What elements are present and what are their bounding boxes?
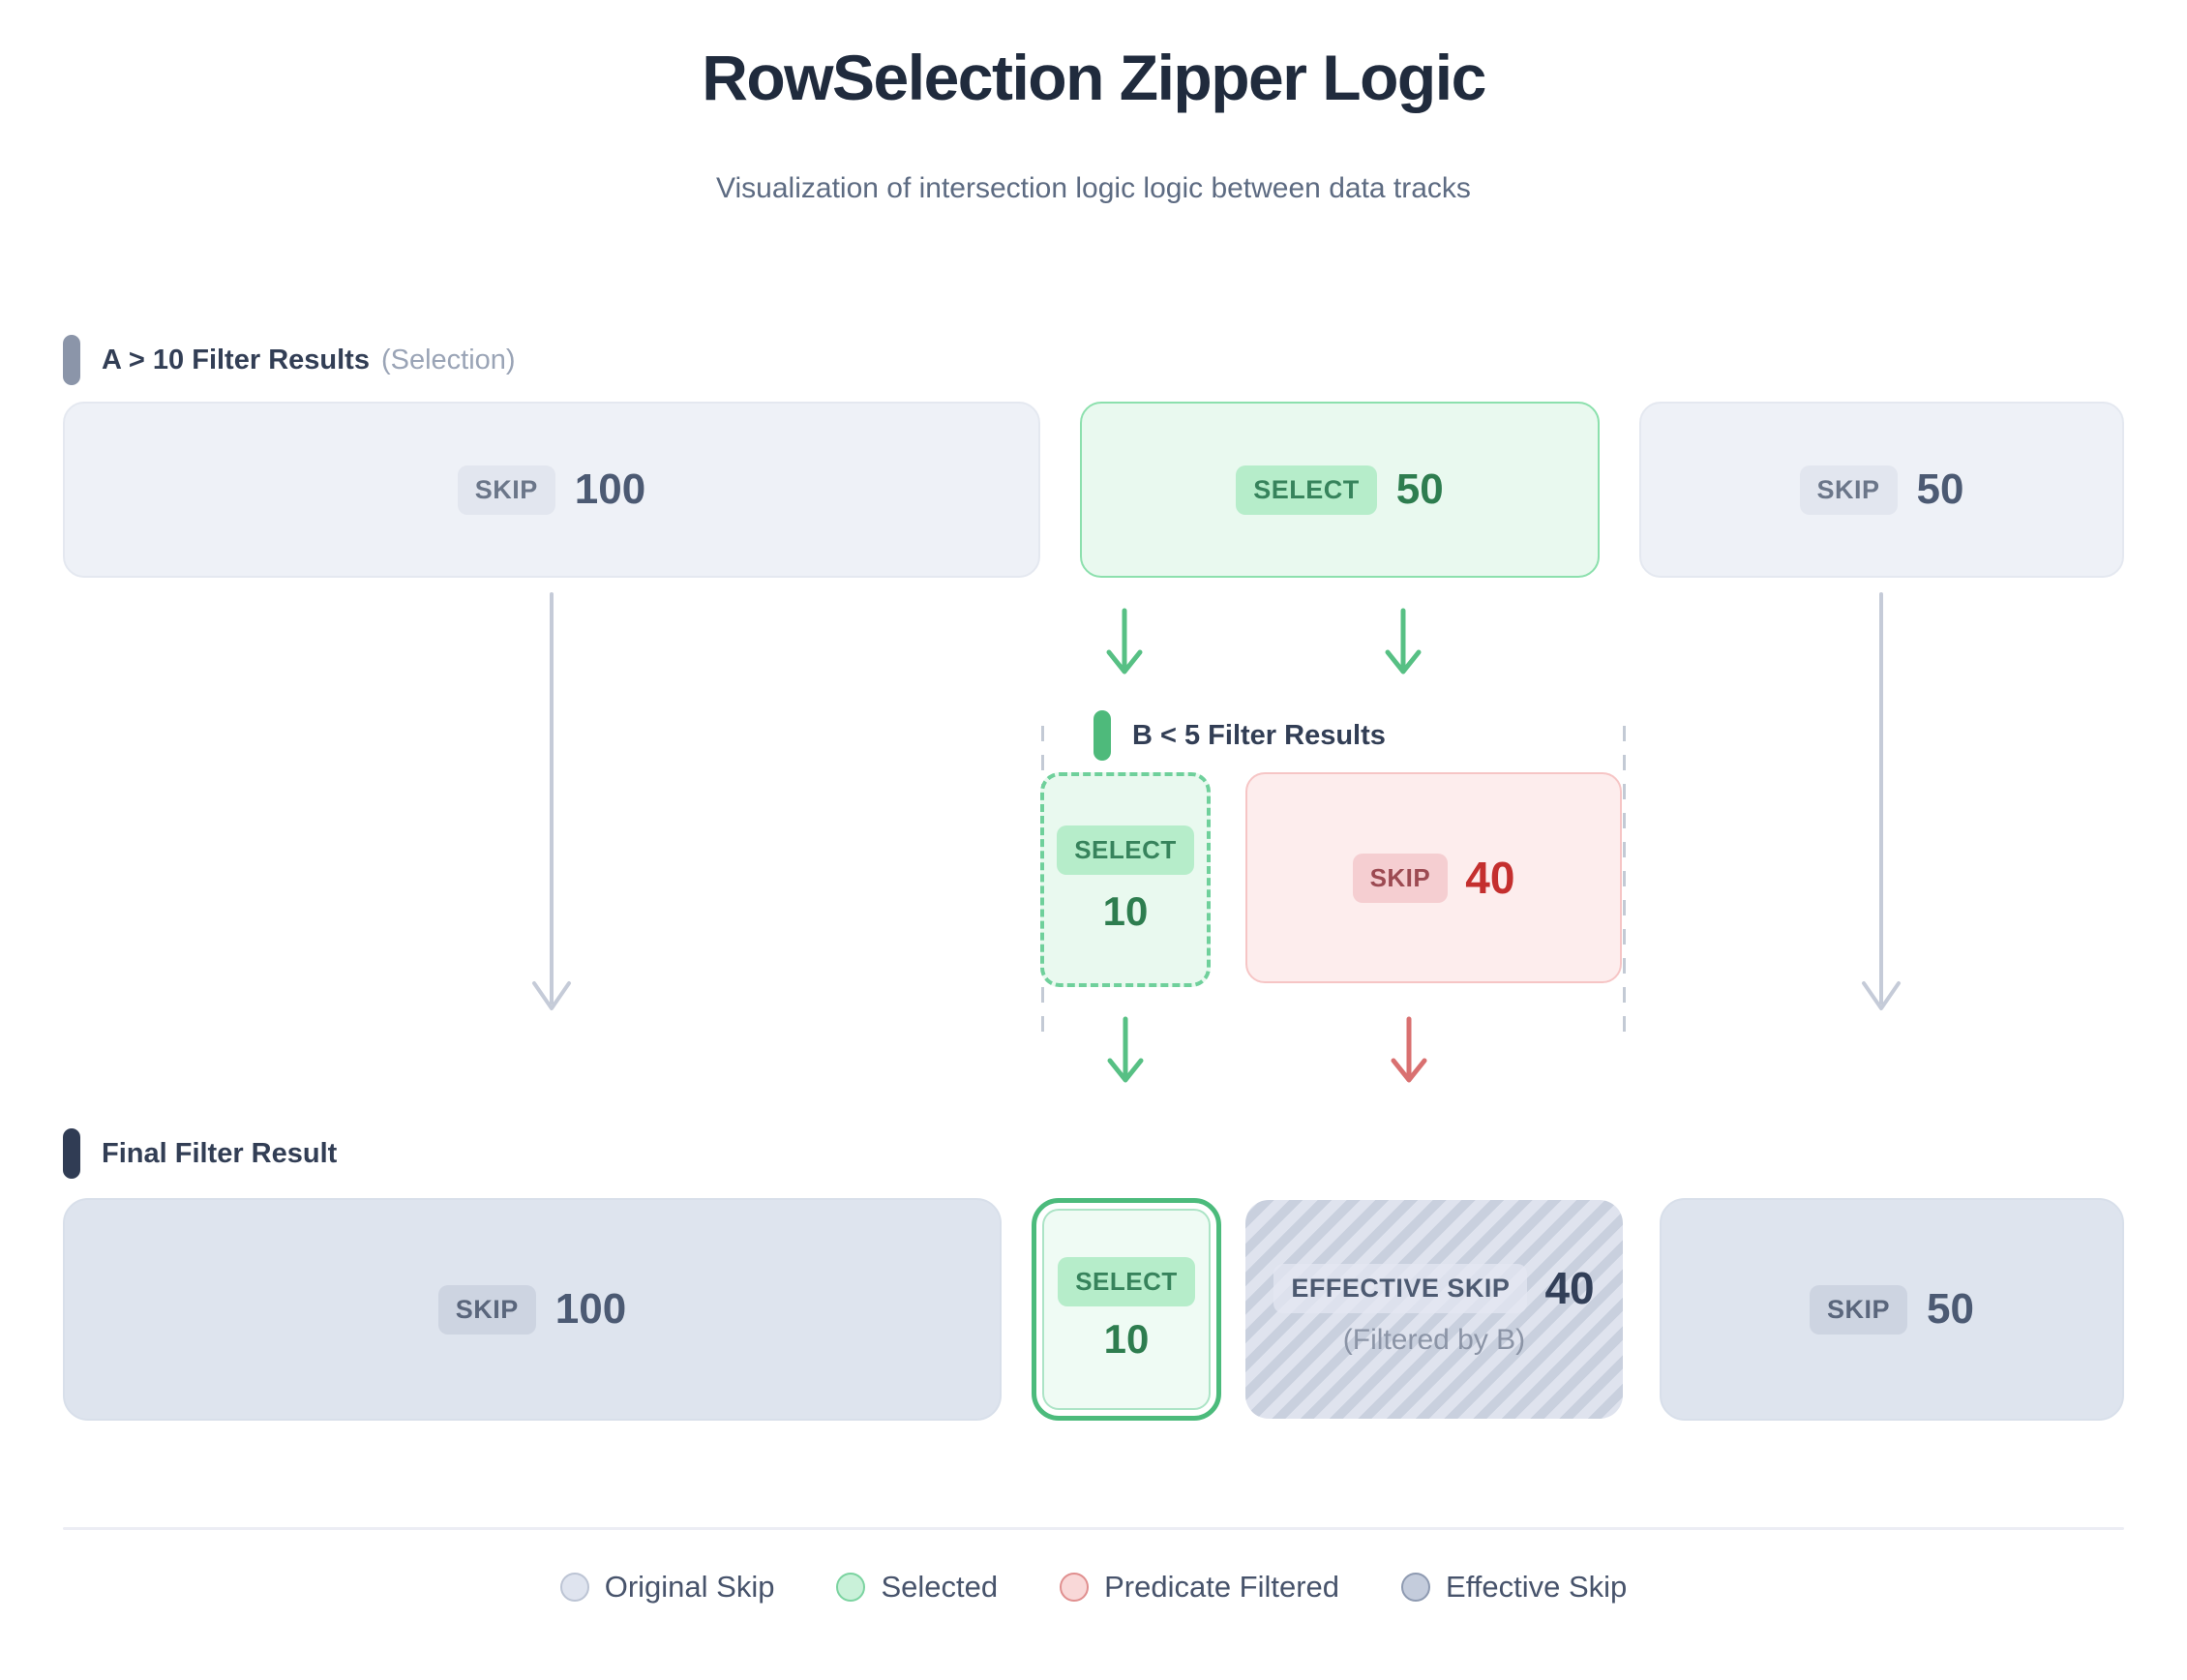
skip-value: 40 xyxy=(1465,853,1515,903)
final-marker-icon xyxy=(63,1128,80,1179)
skip-value: 50 xyxy=(1916,465,1964,513)
skip-value: 50 xyxy=(1927,1285,1974,1333)
track-a-header: A > 10 Filter Results (Selection) xyxy=(63,335,516,385)
legend-label: Original Skip xyxy=(604,1570,775,1604)
final-skip-100-box: SKIP 100 xyxy=(63,1198,1002,1421)
final-select-10-box: SELECT 10 xyxy=(1032,1198,1221,1421)
skip-badge: SKIP xyxy=(1352,853,1449,903)
down-arrow-green-icon xyxy=(1106,608,1143,675)
track-b-label: B < 5 Filter Results xyxy=(1132,719,1386,751)
select-badge: SELECT xyxy=(1058,1256,1195,1306)
original-skip-swatch-icon xyxy=(559,1573,589,1602)
down-arrow-green-icon xyxy=(1107,1016,1144,1083)
track-a-row: SKIP 100 SELECT 50 SKIP 50 xyxy=(63,402,2124,578)
skip-badge: SKIP xyxy=(1799,465,1898,515)
legend-item-selected: Selected xyxy=(836,1570,998,1605)
down-arrow-gray-left-icon xyxy=(532,592,571,1010)
select-value: 10 xyxy=(1102,887,1149,934)
track-a-label: A > 10 Filter Results xyxy=(102,344,370,375)
skip-badge: SKIP xyxy=(457,465,555,515)
effective-skip-badge: EFFECTIVE SKIP xyxy=(1273,1263,1528,1313)
down-arrow-gray-right-icon xyxy=(1862,592,1901,1010)
legend-label: Predicate Filtered xyxy=(1104,1570,1340,1604)
track-b-right-dashed-line xyxy=(1623,726,1626,1037)
select-value: 50 xyxy=(1395,465,1444,513)
effective-skip-note: (Filtered by B) xyxy=(1342,1324,1526,1356)
legend-item-original-skip: Original Skip xyxy=(559,1570,775,1605)
track-b-marker-icon xyxy=(1094,710,1111,761)
track-b-select-10-box: SELECT 10 xyxy=(1040,772,1211,987)
skip-badge: SKIP xyxy=(437,1284,536,1335)
track-a-skip-100-box: SKIP 100 xyxy=(63,402,1040,578)
final-effective-skip-40-box: EFFECTIVE SKIP 40 (Filtered by B) xyxy=(1245,1200,1623,1419)
track-b-header: B < 5 Filter Results xyxy=(1094,710,1386,761)
track-a-skip-50-box: SKIP 50 xyxy=(1639,402,2124,578)
select-badge: SELECT xyxy=(1236,465,1377,515)
legend: Original Skip Selected Predicate Filtere… xyxy=(0,1570,2187,1605)
legend-label: Selected xyxy=(881,1570,999,1604)
effective-skip-swatch-icon xyxy=(1401,1573,1431,1602)
final-skip-50-box: SKIP 50 xyxy=(1660,1198,2124,1421)
legend-divider xyxy=(63,1527,2124,1530)
legend-label: Effective Skip xyxy=(1446,1570,1628,1604)
selected-swatch-icon xyxy=(836,1573,866,1602)
track-a-select-50-box: SELECT 50 xyxy=(1080,402,1600,578)
track-b-skip-40-box: SKIP 40 xyxy=(1245,772,1622,983)
skip-badge: SKIP xyxy=(1810,1284,1908,1335)
effective-skip-value: 40 xyxy=(1544,1263,1595,1313)
skip-value: 100 xyxy=(554,1285,627,1333)
final-header: Final Filter Result xyxy=(63,1128,337,1179)
track-a-sublabel: (Selection) xyxy=(380,344,516,375)
final-label: Final Filter Result xyxy=(102,1137,338,1169)
skip-value: 100 xyxy=(574,465,646,513)
effective-skip-row: EFFECTIVE SKIP 40 xyxy=(1273,1262,1595,1314)
track-a-marker-icon xyxy=(63,335,80,385)
page-title: RowSelection Zipper Logic xyxy=(702,42,1486,113)
page-subtitle: Visualization of intersection logic logi… xyxy=(716,172,1471,204)
legend-item-effective-skip: Effective Skip xyxy=(1401,1570,1627,1605)
select-value: 10 xyxy=(1103,1315,1150,1362)
predicate-filtered-swatch-icon xyxy=(1060,1573,1090,1602)
legend-item-predicate-filtered: Predicate Filtered xyxy=(1060,1570,1339,1605)
down-arrow-green-icon xyxy=(1385,608,1422,675)
down-arrow-red-icon xyxy=(1391,1016,1427,1083)
select-badge: SELECT xyxy=(1057,825,1194,875)
